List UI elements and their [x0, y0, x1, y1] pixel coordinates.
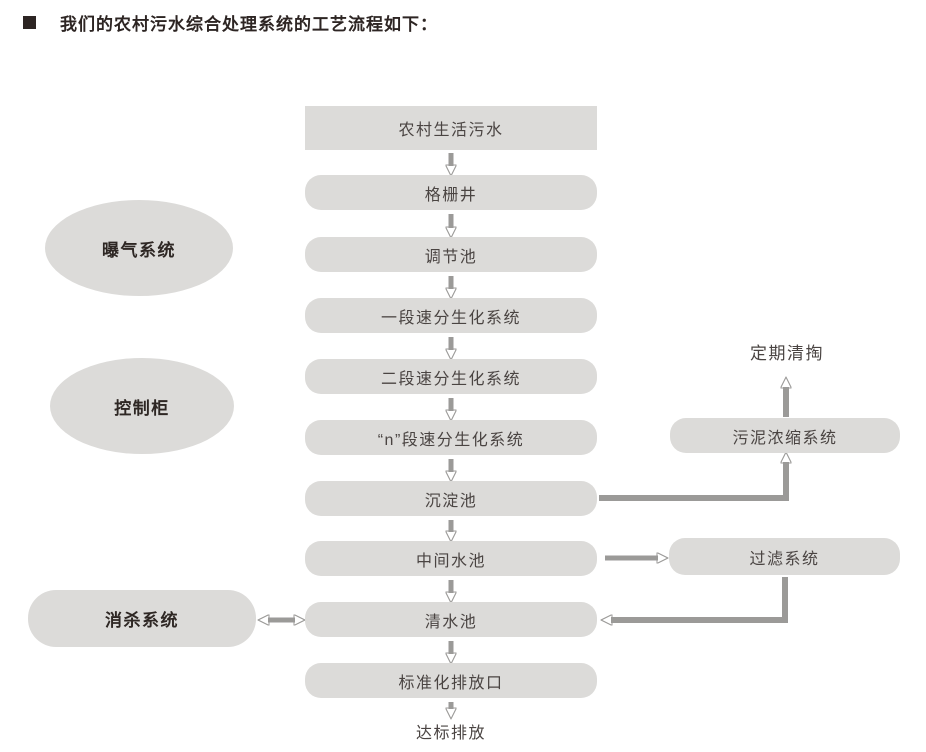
elbow-arrow-filter-to-cleanwater — [611, 577, 788, 620]
flow-node-grid-well: 格栅井 — [305, 175, 597, 210]
title-row: 我们的农村污水综合处理系统的工艺流程如下： — [0, 0, 926, 44]
page-title: 我们的农村污水综合处理系统的工艺流程如下： — [60, 15, 438, 34]
flow-node-clean-water: 清水池 — [305, 602, 597, 637]
bullet-square-icon — [23, 16, 36, 29]
flow-node-bio-stage-2: 二段速分生化系统 — [305, 359, 597, 394]
flow-node-bio-stage-1: 一段速分生化系统 — [305, 298, 597, 333]
side-node-filter-system: 过滤系统 — [669, 538, 900, 575]
label-periodic-cleaning: 定期清掏 — [750, 344, 824, 363]
side-node-control-cabinet: 控制柜 — [50, 358, 234, 454]
flow-node-outlet: 标准化排放口 — [305, 663, 597, 698]
side-node-aeration-system: 曝气系统 — [45, 200, 233, 296]
flow-node-raw-sewage: 农村生活污水 — [305, 106, 597, 150]
label-compliant-discharge: 达标排放 — [415, 725, 486, 742]
flow-node-regulating-tank: 调节池 — [305, 237, 597, 272]
flow-node-bio-stage-n: “n”段速分生化系统 — [305, 420, 597, 455]
flow-node-intermediate: 中间水池 — [305, 541, 597, 576]
flow-node-sedimentation: 沉淀池 — [305, 481, 597, 516]
side-node-sludge-thickening: 污泥浓缩系统 — [670, 418, 900, 453]
side-node-disinfection-system: 消杀系统 — [28, 590, 256, 647]
elbow-arrow-sedimentation-to-sludge — [599, 462, 786, 501]
